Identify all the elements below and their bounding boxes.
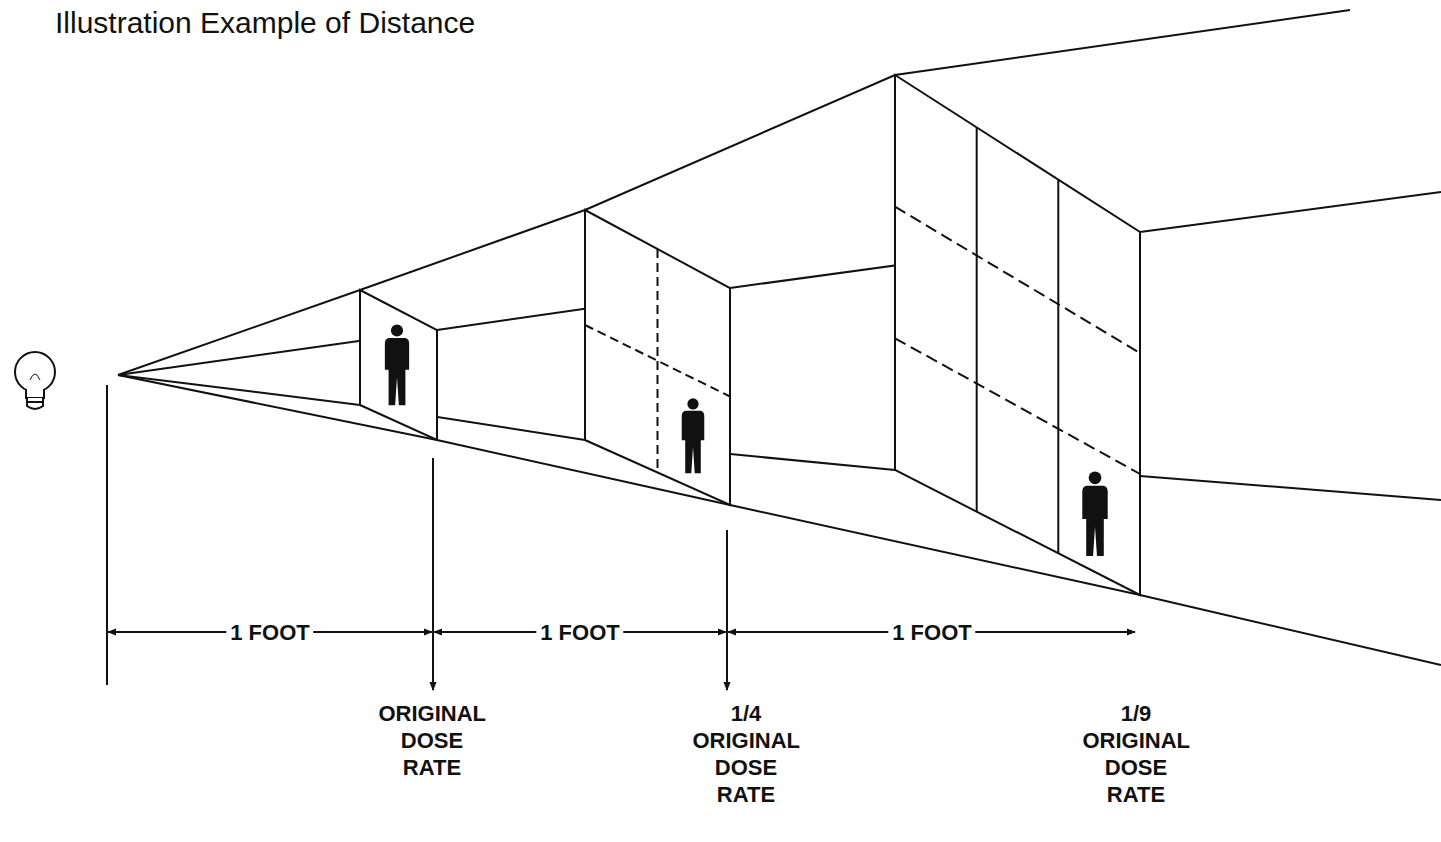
bulb-glass	[15, 352, 55, 392]
dimension-label: 1 FOOT	[888, 619, 975, 646]
area-frame	[895, 75, 1140, 595]
extension-line	[106, 385, 108, 685]
pointer-arrow	[432, 458, 434, 690]
grid-line	[976, 127, 978, 511]
area-frame	[360, 290, 437, 440]
bulb-neck	[26, 389, 44, 398]
dimension-label: 1 FOOT	[226, 619, 313, 646]
bulb-base	[27, 398, 43, 409]
pointer-arrow	[726, 530, 728, 690]
person-figure	[1082, 471, 1107, 556]
person-figure	[385, 324, 409, 405]
ray-line	[118, 10, 1350, 375]
diagram-title: Illustration Example of Distance	[55, 6, 475, 40]
dose-rate-label: ORIGINAL DOSE RATE	[378, 700, 485, 781]
ray-line	[118, 375, 1441, 665]
area-frame	[585, 210, 730, 505]
rays	[118, 10, 1441, 665]
frame-outline	[360, 290, 437, 440]
light-bulb	[15, 352, 55, 409]
bulb-filament	[30, 374, 40, 380]
grid-line	[895, 338, 1140, 474]
grid-line	[895, 207, 1140, 353]
frame-outline	[895, 75, 1140, 595]
dose-rate-label: 1/9 ORIGINAL DOSE RATE	[1082, 700, 1189, 808]
ray-line	[118, 192, 1441, 375]
bulb-thread	[27, 401, 43, 403]
dimension-label: 1 FOOT	[536, 619, 623, 646]
frame-outline	[585, 210, 730, 505]
person-figure	[682, 398, 705, 473]
grid-line	[1057, 180, 1059, 554]
ray-line	[118, 375, 1441, 500]
dimension	[107, 385, 1135, 690]
grid-line	[657, 249, 659, 473]
grid-line	[585, 325, 730, 397]
dose-rate-label: 1/4 ORIGINAL DOSE RATE	[692, 700, 799, 808]
